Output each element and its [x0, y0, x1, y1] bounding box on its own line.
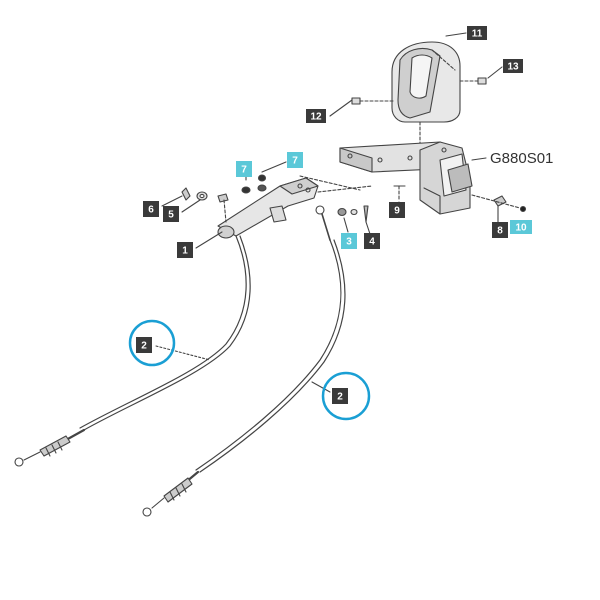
callout-box — [341, 233, 357, 249]
highlight-circle-right — [321, 371, 371, 421]
bolt-8-part — [493, 195, 507, 219]
spring-6-part — [181, 187, 191, 201]
callout-c2a: 2 — [136, 337, 152, 353]
callout-c12: 12 — [306, 109, 326, 123]
callout-box — [364, 233, 380, 249]
callout-label: 3 — [346, 237, 352, 248]
callout-c11: 11 — [467, 26, 487, 40]
callout-label: 5 — [168, 210, 174, 221]
callout-label: 6 — [148, 205, 154, 216]
callout-box — [510, 220, 532, 234]
mounting-bracket-part — [339, 141, 473, 215]
highlight-circle-left — [128, 319, 176, 367]
callout-label: 11 — [472, 29, 483, 40]
cable-left-part — [14, 235, 251, 467]
callout-box — [492, 222, 508, 238]
pin-4-part — [363, 205, 369, 223]
bolt-left-part — [217, 193, 229, 223]
control-lever-part — [217, 177, 319, 239]
nut-7a-part — [241, 186, 251, 194]
callout-box — [332, 388, 348, 404]
part-code-label: G880S01 — [490, 150, 553, 167]
callout-c6: 6 — [143, 201, 159, 217]
callout-c7b: 7 — [287, 152, 303, 168]
callout-label: 8 — [497, 226, 503, 237]
nut-7b-part — [257, 174, 267, 192]
callout-box — [236, 161, 252, 177]
cable-right-part — [142, 205, 346, 517]
callout-label: 2 — [141, 341, 147, 352]
callout-c2b: 2 — [332, 388, 348, 404]
callout-label: 10 — [515, 223, 527, 234]
callout-c13: 13 — [503, 59, 523, 73]
screw-9-part — [393, 185, 406, 201]
callout-label: 2 — [337, 392, 343, 403]
washer-3-part — [337, 207, 358, 217]
callout-box — [287, 152, 303, 168]
callout-box — [177, 242, 193, 258]
handle-cover-part — [391, 41, 461, 123]
callout-c9: 9 — [389, 202, 405, 218]
callout-c4: 4 — [364, 233, 380, 249]
callout-c7a: 7 — [236, 161, 252, 177]
callout-label: 1 — [182, 246, 188, 257]
screw-12-part — [351, 97, 395, 105]
callout-label: 9 — [394, 206, 400, 217]
callout-label: 7 — [241, 165, 247, 176]
nut-10-part — [471, 194, 527, 213]
callout-box — [467, 26, 487, 40]
callout-c5: 5 — [163, 206, 179, 222]
callout-box — [163, 206, 179, 222]
washer-5-part — [196, 191, 208, 201]
callout-c1: 1 — [177, 242, 193, 258]
callout-label: 13 — [507, 62, 519, 73]
screw-13-part — [459, 77, 487, 85]
callout-label: 4 — [369, 237, 375, 248]
callout-box — [143, 201, 159, 217]
callout-label: 12 — [310, 112, 322, 123]
callout-c3: 3 — [341, 233, 357, 249]
callout-box — [503, 59, 523, 73]
callout-box — [389, 202, 405, 218]
callout-c8: 8 — [492, 222, 508, 238]
callout-box — [136, 337, 152, 353]
callout-c10: 10 — [510, 220, 532, 234]
callout-box — [306, 109, 326, 123]
callout-label: 7 — [292, 156, 298, 167]
